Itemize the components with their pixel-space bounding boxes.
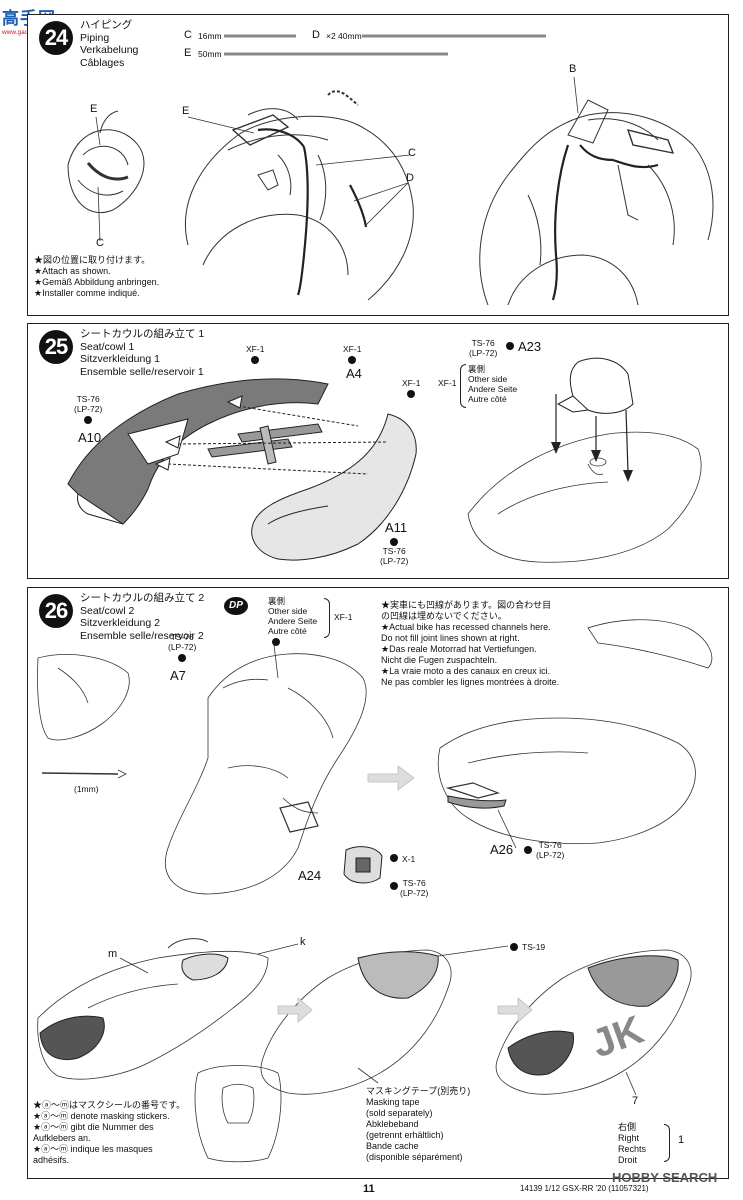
product-code: 14139 1/12 GSX-RR '20 (11057321)	[520, 1184, 649, 1193]
step-26-drawing: JK	[37, 619, 713, 1163]
paint-dot-icon	[407, 389, 416, 398]
mask-notes: ★ⓐ～ⓜはマスクシールの番号です。★ⓐ～ⓜ denote masking sti…	[33, 1100, 186, 1165]
label-d: D	[406, 172, 414, 184]
paint-xf1: XF-1	[438, 378, 457, 388]
pipe-e-length: 50mm	[198, 49, 222, 59]
drill-size: (1mm)	[74, 784, 99, 794]
brace	[460, 364, 466, 408]
paint-dot-icon	[390, 537, 399, 546]
label-b: B	[569, 63, 577, 75]
pipe-e-label: E	[184, 47, 192, 59]
paint-ts76: TS-76(LP-72)	[400, 878, 429, 898]
step-number: 26	[39, 594, 73, 628]
label-e: E	[182, 105, 190, 117]
mask-k: k	[300, 936, 306, 948]
dp-badge: DP	[224, 597, 248, 615]
label-c: C	[408, 147, 416, 159]
recess-notes: ★実車にも凹線があります。図の合わせ目の凹線は埋めないでください。★Actual…	[381, 600, 560, 687]
pipe-c-length: 16mm	[198, 31, 222, 41]
part-a7: A7	[170, 668, 186, 683]
step-24-notes: ★図の位置に取り付けます。★Attach as shown.★Gemäß Abb…	[34, 255, 160, 298]
pipe-d-length: ×2 40mm	[326, 31, 362, 41]
brace	[664, 1124, 670, 1162]
paint-ts76: TS-76(LP-72)	[469, 338, 498, 358]
part-a24: A24	[298, 868, 322, 883]
step-number: 24	[39, 21, 73, 55]
part-a11: A11	[385, 520, 408, 535]
masking-tape-note: マスキングテープ(別売り)Masking tape(sold separatel…	[366, 1086, 471, 1162]
paint-ts76: TS-76(LP-72)	[380, 536, 408, 566]
mask-m: m	[108, 948, 118, 960]
paint-dot-icon	[390, 854, 398, 862]
callout-1: 1	[678, 1134, 685, 1146]
pipe-c-label: C	[184, 29, 192, 41]
paint-xf1: XF-1	[334, 612, 353, 622]
pipe-d-label: D	[312, 29, 320, 41]
paint-ts76: TS-76(LP-72)	[536, 840, 565, 860]
part-a23: A23	[518, 339, 542, 354]
part-a4: A4	[346, 366, 362, 381]
paint-dot-icon	[348, 355, 357, 364]
paint-xf1: XF-1	[343, 344, 361, 364]
label-e: E	[90, 103, 98, 115]
paint-ts76: TS-76(LP-72)	[168, 632, 196, 662]
paint-dot-icon	[84, 415, 93, 424]
step-number: 25	[39, 330, 73, 364]
paint-dot-icon	[510, 943, 518, 951]
part-a10: A10	[78, 430, 102, 445]
paint-xf1: XF-1	[246, 344, 264, 364]
paint-x1: X-1	[402, 854, 416, 864]
label-c: C	[96, 237, 104, 249]
mask-7: 7	[632, 1095, 639, 1107]
step-24-drawing	[67, 34, 714, 306]
paint-dot-icon	[251, 355, 260, 364]
paint-dot-icon	[390, 882, 398, 890]
paint-ts19: TS-19	[522, 942, 546, 952]
svg-text:JK: JK	[586, 1008, 649, 1067]
step-25-drawing	[67, 357, 702, 563]
part-a26: A26	[490, 842, 514, 857]
page-number: 11	[363, 1183, 375, 1195]
paint-dot-icon	[506, 342, 514, 350]
paint-dot-icon	[178, 653, 187, 662]
brand-watermark: HOBBY SEARCH	[612, 1170, 718, 1185]
paint-xf1: XF-1	[402, 378, 420, 398]
paint-ts76: TS-76(LP-72)	[74, 394, 102, 424]
paint-dot-icon	[272, 638, 280, 646]
paint-dot-icon	[524, 846, 532, 854]
